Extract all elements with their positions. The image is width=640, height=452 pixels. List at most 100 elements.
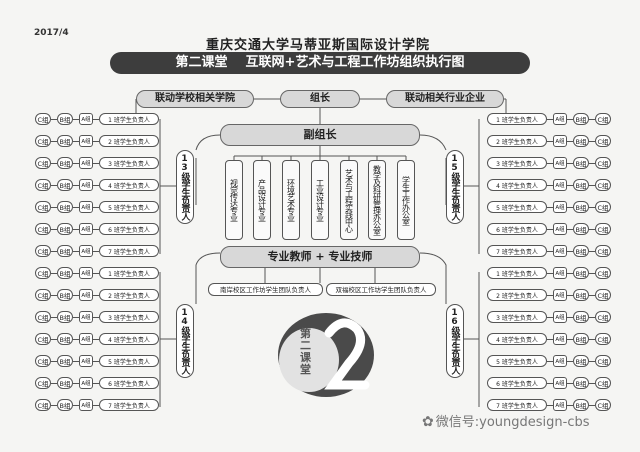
group-b-chip: B组 xyxy=(57,267,73,279)
group-c-chip: C组 xyxy=(595,201,611,213)
group-b-chip: B组 xyxy=(573,245,589,257)
group-a-chip: A组 xyxy=(553,245,567,257)
group-b-chip: B组 xyxy=(57,113,73,125)
dept-art-engineering-center: 艺术与工程实践中心 xyxy=(340,160,358,240)
group-a-chip: A组 xyxy=(79,289,93,301)
teachers-box: 专业教师 + 专业技师 xyxy=(220,246,420,268)
class-lead-6: 6 班学生负责人 xyxy=(487,223,547,235)
group-b-chip: B组 xyxy=(57,355,73,367)
second-class-logo xyxy=(278,313,374,397)
group-b-chip: B组 xyxy=(57,399,73,411)
grade-13-lead: 13级学生负责人 xyxy=(176,150,194,224)
class-lead-4: 4 班学生负责人 xyxy=(487,333,547,345)
class-lead-7: 7 班学生负责人 xyxy=(487,245,547,257)
group-c-chip: C组 xyxy=(35,289,51,301)
g14-class-row: C组 B组 A组 4 班学生负责人 xyxy=(35,332,159,346)
group-c-chip: C组 xyxy=(595,135,611,147)
group-a-chip: A组 xyxy=(79,377,93,389)
group-a-chip: A组 xyxy=(553,179,567,191)
deputy-leader-box: 副组长 xyxy=(220,124,420,146)
partner-colleges-box: 联动学校相关学院 xyxy=(136,90,254,108)
group-b-chip: B组 xyxy=(57,135,73,147)
group-c-chip: C组 xyxy=(35,223,51,235)
group-b-chip: B组 xyxy=(57,245,73,257)
class-lead-5: 5 班学生负责人 xyxy=(487,355,547,367)
group-b-chip: B组 xyxy=(57,201,73,213)
group-b-chip: B组 xyxy=(57,157,73,169)
group-b-chip: B组 xyxy=(573,399,589,411)
group-c-chip: C组 xyxy=(35,267,51,279)
wechat-icon: ✿ xyxy=(422,414,434,430)
class-lead-3: 3 班学生负责人 xyxy=(487,157,547,169)
group-b-chip: B组 xyxy=(57,333,73,345)
dept-environmental-art: 环境艺术专业 xyxy=(282,160,300,240)
group-b-chip: B组 xyxy=(573,289,589,301)
wechat-watermark: ✿微信号:youngdesign-cbs xyxy=(422,411,590,430)
group-b-chip: B组 xyxy=(573,377,589,389)
group-a-chip: A组 xyxy=(553,333,567,345)
group-b-chip: B组 xyxy=(57,289,73,301)
title-right: 互联网+艺术与工程工作坊组织执行图 xyxy=(245,55,465,70)
group-c-chip: C组 xyxy=(595,289,611,301)
campus-shuangfu-box: 双福校区工作坊学生团队负责人 xyxy=(326,283,436,296)
group-b-chip: B组 xyxy=(573,113,589,125)
class-lead-2: 2 班学生负责人 xyxy=(487,289,547,301)
class-lead-6: 6 班学生负责人 xyxy=(99,223,159,235)
group-a-chip: A组 xyxy=(79,179,93,191)
group-c-chip: C组 xyxy=(35,245,51,257)
group-a-chip: A组 xyxy=(553,201,567,213)
group-c-chip: C组 xyxy=(595,113,611,125)
group-b-chip: B组 xyxy=(573,135,589,147)
class-lead-7: 7 班学生负责人 xyxy=(99,399,159,411)
class-lead-6: 6 班学生负责人 xyxy=(487,377,547,389)
group-c-chip: C组 xyxy=(35,135,51,147)
class-lead-3: 3 班学生负责人 xyxy=(487,311,547,323)
class-lead-4: 4 班学生负责人 xyxy=(487,179,547,191)
group-c-chip: C组 xyxy=(35,377,51,389)
class-lead-6: 6 班学生负责人 xyxy=(99,377,159,389)
group-c-chip: C组 xyxy=(595,377,611,389)
class-lead-4: 4 班学生负责人 xyxy=(99,333,159,345)
dept-visual-communication: 视觉传达专业 xyxy=(225,160,243,240)
class-lead-5: 5 班学生负责人 xyxy=(99,355,159,367)
class-lead-1: 1 班学生负责人 xyxy=(487,267,547,279)
group-a-chip: A组 xyxy=(553,157,567,169)
grade-16-lead: 16级学生负责人 xyxy=(446,304,464,378)
group-b-chip: B组 xyxy=(573,157,589,169)
group-b-chip: B组 xyxy=(573,223,589,235)
group-c-chip: C组 xyxy=(35,333,51,345)
group-b-chip: B组 xyxy=(57,179,73,191)
group-a-chip: A组 xyxy=(79,113,93,125)
grade-14-lead: 14级学生负责人 xyxy=(176,304,194,378)
group-a-chip: A组 xyxy=(79,355,93,367)
group-a-chip: A组 xyxy=(553,289,567,301)
group-a-chip: A组 xyxy=(79,311,93,323)
group-c-chip: C组 xyxy=(35,201,51,213)
group-b-chip: B组 xyxy=(57,223,73,235)
group-a-chip: A组 xyxy=(79,333,93,345)
class-lead-5: 5 班学生负责人 xyxy=(487,201,547,213)
class-lead-7: 7 班学生负责人 xyxy=(99,245,159,257)
group-b-chip: B组 xyxy=(573,355,589,367)
group-b-chip: B组 xyxy=(57,377,73,389)
group-a-chip: A组 xyxy=(79,157,93,169)
campus-nanan-box: 南岸校区工作坊学生团队负责人 xyxy=(208,283,323,296)
class-lead-5: 5 班学生负责人 xyxy=(99,201,159,213)
